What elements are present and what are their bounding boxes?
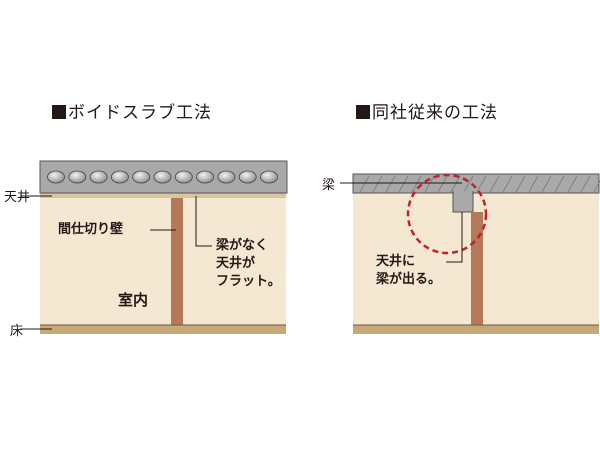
beam-slab-joint (454, 191, 472, 194)
title-square-icon (356, 105, 370, 119)
slab-void (68, 170, 87, 184)
slab-void (174, 170, 193, 184)
ceiling-label: 天井 (4, 190, 31, 205)
slab-hatch-line (515, 175, 526, 193)
flat-ceiling-callout-line: 天井が (216, 256, 256, 271)
slab-hatch-line (567, 175, 578, 193)
beam-callout-leader-line (446, 212, 463, 263)
slab-hatch-line (463, 175, 474, 193)
slab-void (132, 170, 151, 184)
beam-callout-line: 梁が出る。 (376, 272, 442, 287)
slab-void (217, 170, 236, 184)
slab-hatch (359, 175, 600, 193)
slab-hatch-line (476, 175, 487, 193)
right-panel-diagram (340, 173, 600, 334)
slab-hatch-line (554, 175, 565, 193)
left-ceiling-strip (40, 193, 286, 198)
partition-wall-label: 間仕切り壁 (58, 222, 124, 237)
slab-void (260, 170, 278, 184)
left-floor (40, 325, 286, 334)
slab-void (153, 170, 172, 184)
slab-hatch-line (359, 175, 370, 193)
room-label: 室内 (118, 291, 149, 309)
conventional-method-title-text: 同社従来の工法 (372, 103, 498, 123)
protruding-beam (452, 191, 474, 213)
flat-ceiling-callout-line: フラット。 (216, 274, 281, 289)
beam-callout: 天井に 梁が出る。 (376, 253, 441, 289)
slab-void (89, 170, 108, 184)
void-slab-title-text: ボイドスラブ工法 (68, 103, 212, 123)
slab-hatch-line (502, 175, 513, 193)
slab-hatch-line (450, 175, 461, 193)
slab-hatch-line (424, 175, 435, 193)
slab-hatch-line (541, 175, 552, 193)
floor-label: 床 (10, 324, 24, 339)
slab-void (196, 170, 215, 184)
flat-ceiling-callout: 梁がなく 天井が フラット。 (216, 237, 281, 291)
right-floor (353, 325, 599, 334)
slab-void (238, 170, 257, 184)
left-panel-diagram (20, 160, 288, 334)
slab-hatch-line (593, 180, 600, 193)
slab-hatch-line (489, 175, 500, 193)
left-room (40, 196, 286, 325)
slab-voids (47, 170, 278, 184)
slab-hatch-line (580, 175, 591, 193)
slab-hatch-line (528, 175, 539, 193)
slab-hatch-line (385, 175, 396, 193)
slab-void (111, 170, 129, 184)
right-wall (471, 212, 483, 325)
slab-void (47, 170, 65, 184)
title-square-icon (52, 105, 66, 119)
partition-wall (171, 198, 183, 325)
beam-callout-line: 天井に (376, 254, 416, 269)
beam-label: 梁 (322, 178, 336, 193)
flat-ceiling-callout-line: 梁がなく (216, 238, 269, 253)
slab-hatch-line (372, 175, 383, 193)
void-slab-title: ボイドスラブ工法 (52, 98, 212, 123)
slab-hatch-line (398, 175, 409, 193)
slab-hatch-line (437, 175, 448, 193)
slab-hatch-line (411, 175, 422, 193)
beam-highlight-circle (406, 173, 488, 255)
flat-ceiling-leader-line (195, 196, 212, 247)
conventional-method-title: 同社従来の工法 (356, 98, 498, 123)
